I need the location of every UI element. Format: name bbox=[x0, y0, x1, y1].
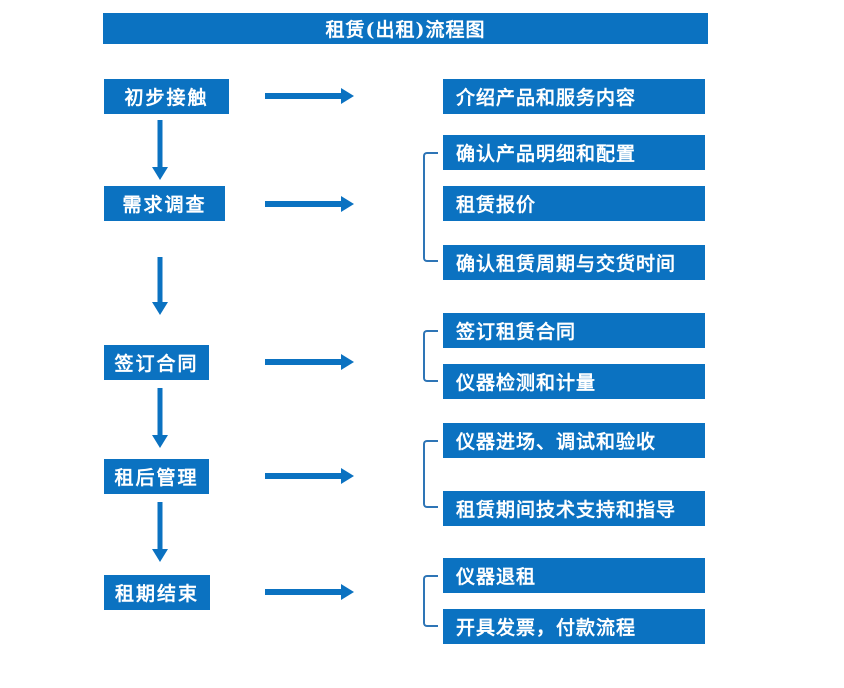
down-arrow-stem bbox=[157, 502, 163, 549]
down-arrow-head-icon bbox=[152, 167, 168, 180]
detail-box-introduce-products: 介绍产品和服务内容 bbox=[443, 79, 705, 114]
group-bracket-rental-end bbox=[423, 575, 438, 627]
right-arrow-stem bbox=[265, 201, 341, 207]
detail-box-invoice-payment: 开具发票，付款流程 bbox=[443, 609, 705, 644]
down-arrow-stem bbox=[157, 257, 163, 302]
detail-box-instrument-check: 仪器检测和计量 bbox=[443, 364, 705, 399]
down-arrow-3 bbox=[152, 388, 168, 448]
down-arrow-1 bbox=[152, 120, 168, 180]
down-arrow-head-icon bbox=[152, 435, 168, 448]
right-arrow-2 bbox=[265, 195, 354, 213]
stage-box-sign-contract: 签订合同 bbox=[104, 345, 209, 380]
stage-box-post-rental-mgmt: 租后管理 bbox=[104, 459, 209, 494]
right-arrow-1 bbox=[265, 87, 354, 105]
detail-box-rental-quote: 租赁报价 bbox=[443, 186, 705, 221]
stage-box-initial-contact: 初步接触 bbox=[104, 79, 229, 114]
right-arrow-head-icon bbox=[341, 354, 354, 370]
right-arrow-3 bbox=[265, 353, 354, 371]
group-bracket-post-rental bbox=[423, 440, 438, 508]
right-arrow-stem bbox=[265, 473, 341, 479]
stage-box-rental-end: 租期结束 bbox=[104, 575, 210, 610]
detail-box-tech-support: 租赁期间技术支持和指导 bbox=[443, 491, 705, 526]
group-bracket-sign-contract bbox=[423, 330, 438, 382]
down-arrow-2 bbox=[152, 257, 168, 315]
down-arrow-stem bbox=[157, 120, 163, 167]
right-arrow-head-icon bbox=[341, 196, 354, 212]
right-arrow-4 bbox=[265, 467, 354, 485]
stage-box-demand-survey: 需求调查 bbox=[104, 186, 225, 221]
detail-box-sign-rental-contract: 签订租赁合同 bbox=[443, 313, 705, 348]
right-arrow-head-icon bbox=[341, 88, 354, 104]
right-arrow-5 bbox=[265, 583, 354, 601]
down-arrow-head-icon bbox=[152, 302, 168, 315]
right-arrow-stem bbox=[265, 93, 341, 99]
right-arrow-stem bbox=[265, 359, 341, 365]
down-arrow-head-icon bbox=[152, 549, 168, 562]
right-arrow-stem bbox=[265, 589, 341, 595]
down-arrow-stem bbox=[157, 388, 163, 435]
detail-box-confirm-period: 确认租赁周期与交货时间 bbox=[443, 245, 705, 280]
flowchart-title-bar: 租赁(出租)流程图 bbox=[103, 13, 708, 44]
down-arrow-4 bbox=[152, 502, 168, 562]
group-bracket-demand-survey bbox=[423, 152, 438, 262]
detail-box-instrument-arrival: 仪器进场、调试和验收 bbox=[443, 423, 705, 458]
flowchart-title: 租赁(出租)流程图 bbox=[325, 19, 486, 41]
detail-box-instrument-return: 仪器退租 bbox=[443, 558, 705, 593]
right-arrow-head-icon bbox=[341, 584, 354, 600]
detail-box-confirm-product-spec: 确认产品明细和配置 bbox=[443, 135, 705, 170]
right-arrow-head-icon bbox=[341, 468, 354, 484]
